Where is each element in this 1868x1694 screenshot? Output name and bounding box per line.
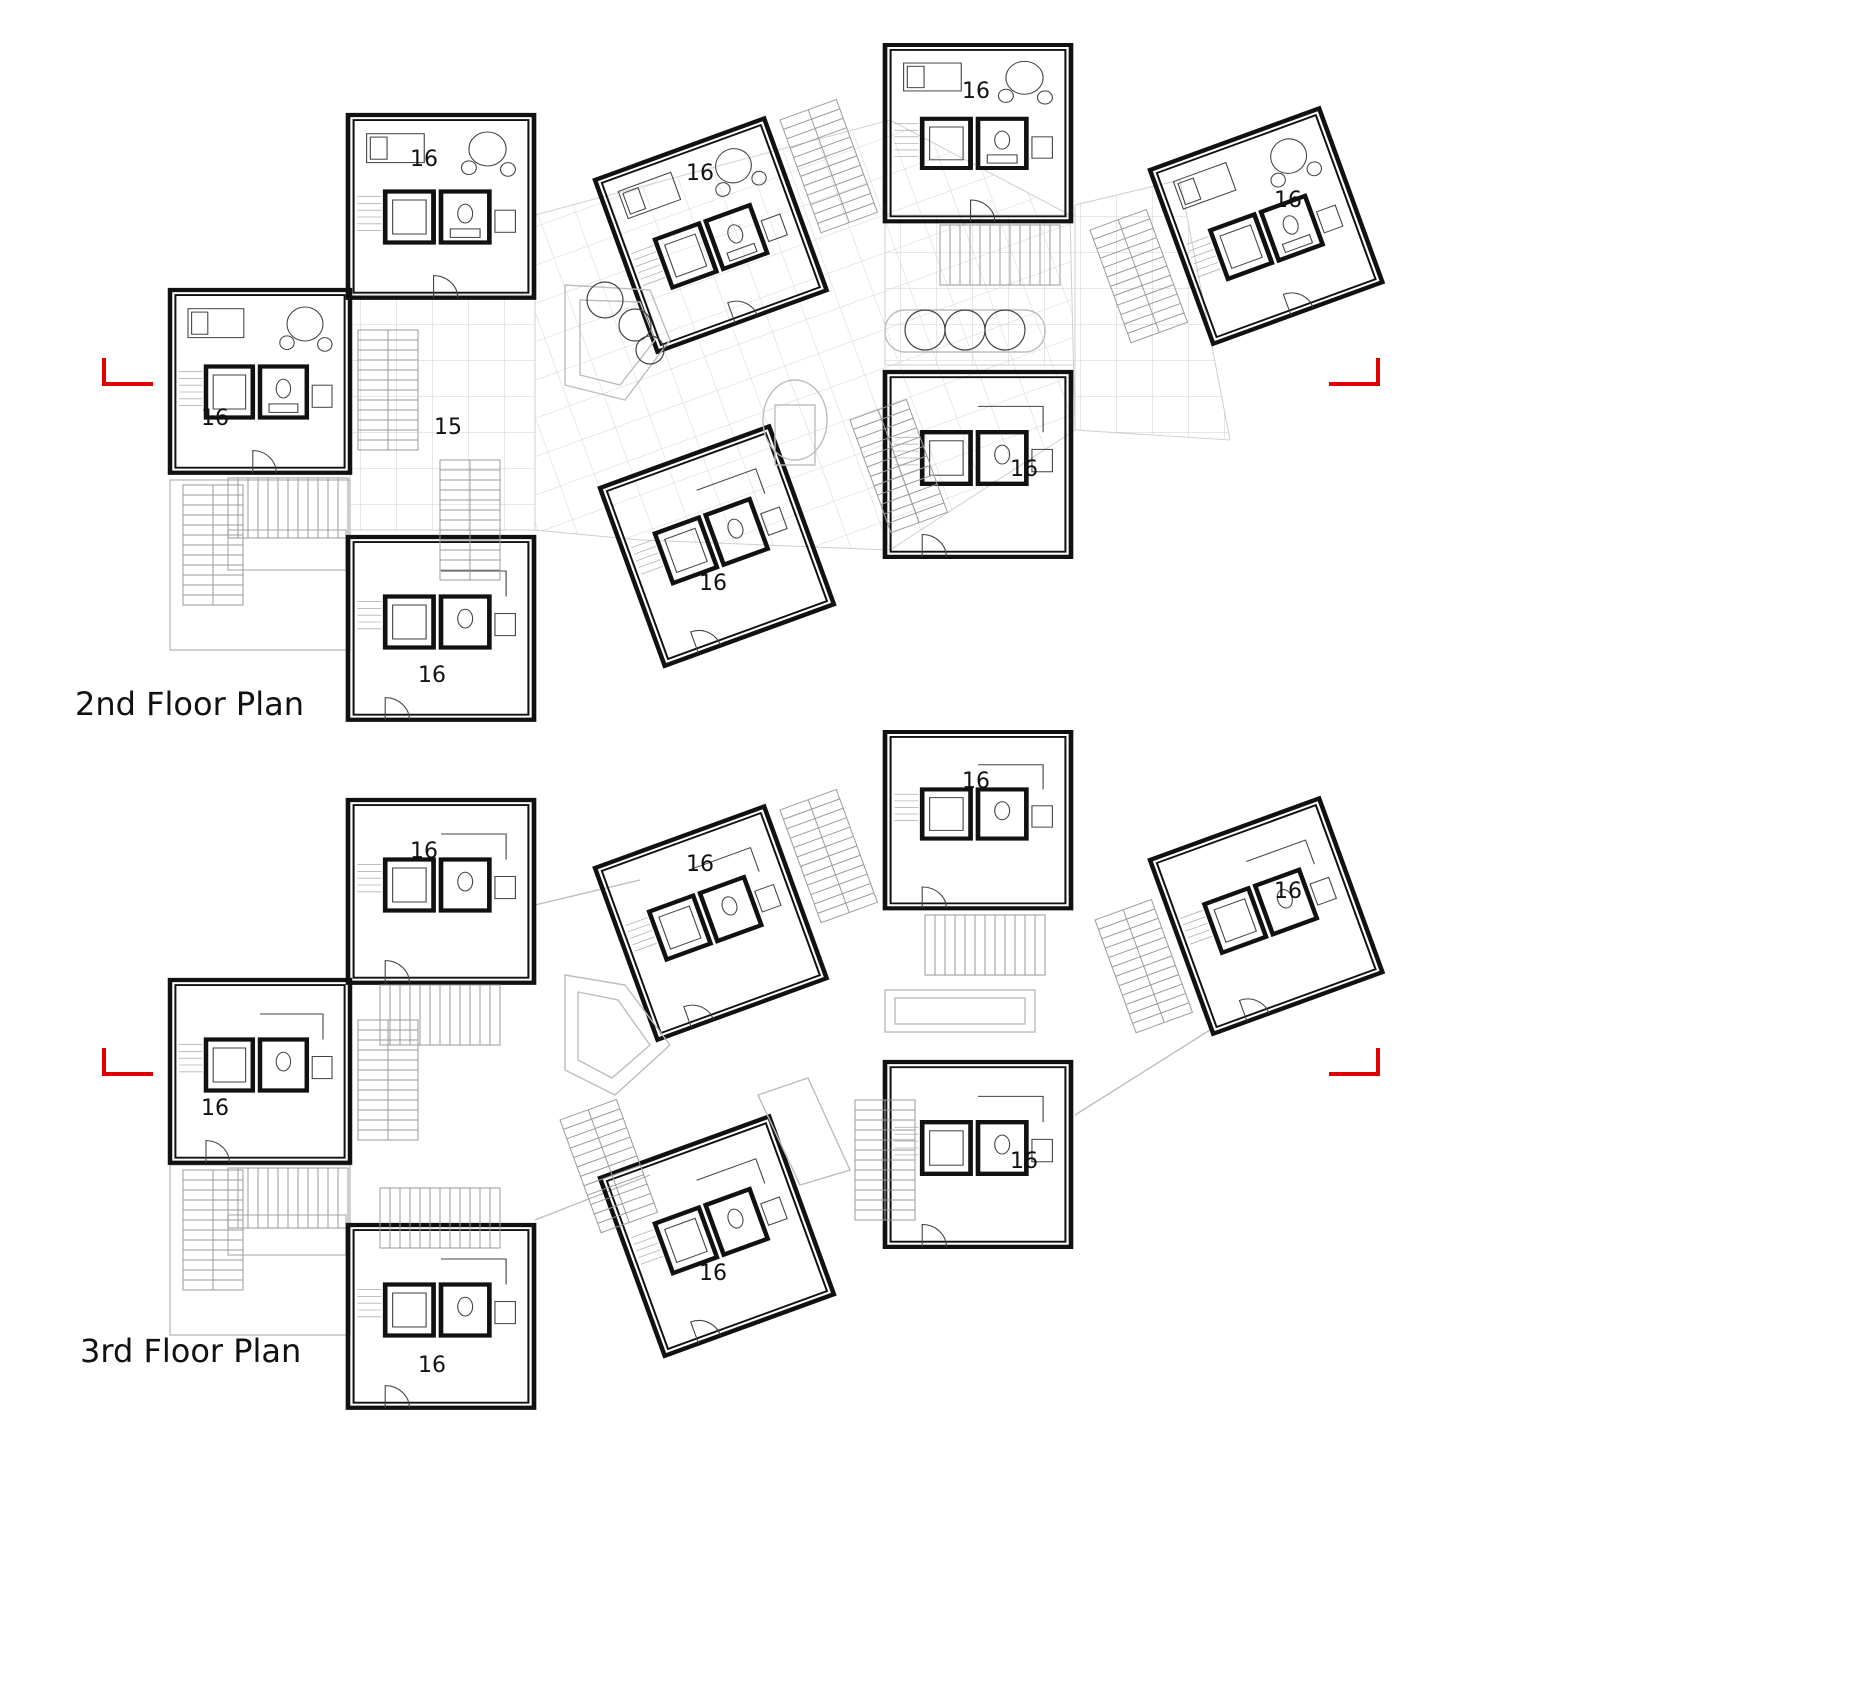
- room-number-3f-center-north: 16: [686, 852, 714, 877]
- section-marker-2f-right: [1329, 358, 1380, 386]
- plan-title-3f: 3rd Floor Plan: [80, 1332, 301, 1370]
- room-number-3f-center-south: 16: [699, 1261, 727, 1286]
- room-unit-3f-northeast: [885, 732, 1071, 908]
- section-marker-3f-right: [1329, 1048, 1380, 1076]
- room-number-3f-west: 16: [201, 1096, 229, 1121]
- room-number-3f-north: 16: [410, 839, 438, 864]
- room-unit-3f-far-east: [1150, 798, 1382, 1033]
- plan-title-2f: 2nd Floor Plan: [75, 685, 304, 723]
- terrace-paving-east: [1074, 179, 1231, 441]
- room-unit-3f-south: [348, 1225, 534, 1408]
- room-number-2f-south: 16: [418, 663, 446, 688]
- room-number-2f-west: 16: [201, 406, 229, 431]
- room-number-3f-south: 16: [418, 1353, 446, 1378]
- room-number-2f-northeast: 16: [962, 79, 990, 104]
- courtyard-furniture-2f: [564, 281, 1046, 466]
- room-unit-3f-east: [885, 1062, 1071, 1247]
- section-marker-2f-left: [102, 358, 153, 386]
- room-number-3f-northeast: 16: [962, 769, 990, 794]
- hall-number-2f: 15: [434, 415, 462, 440]
- third-floor-plan: 16 16 16 16 16 16 16 16: [80, 732, 1382, 1408]
- section-marker-3f-left: [102, 1048, 153, 1076]
- room-number-2f-far-east: 16: [1274, 188, 1302, 213]
- second-floor-plan: 16 16 16 16 16 16 16 16: [75, 45, 1382, 723]
- room-number-2f-east: 16: [1010, 457, 1038, 482]
- room-unit-3f-west: [170, 980, 350, 1163]
- room-number-2f-north: 16: [410, 147, 438, 172]
- room-unit-3f-center-south: [600, 1116, 834, 1355]
- room-number-2f-center-north: 16: [686, 161, 714, 186]
- corridor-paving-west: [349, 294, 536, 531]
- room-number-2f-center-south: 16: [699, 571, 727, 596]
- room-unit-2f-west: [170, 290, 350, 473]
- room-unit-3f-north: [348, 800, 534, 983]
- room-unit-2f-south: [348, 537, 534, 720]
- podium-outline-2f: [169, 477, 351, 651]
- room-number-3f-far-east: 16: [1274, 879, 1302, 904]
- courtyard-elements-3f: [564, 974, 1036, 1186]
- room-number-3f-east: 16: [1010, 1149, 1038, 1174]
- room-unit-2f-north: [348, 115, 534, 298]
